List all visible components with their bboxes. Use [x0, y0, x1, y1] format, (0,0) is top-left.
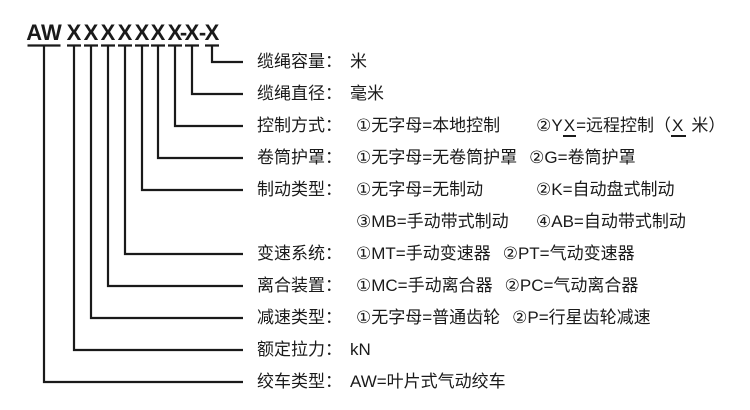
row-item: AW=叶片式气动绞车	[350, 372, 506, 391]
row-winch-type: 绞车类型： AW=叶片式气动绞车	[257, 370, 506, 394]
row-item: kN	[350, 340, 371, 359]
row-item: ①无字母=无制动	[356, 180, 484, 199]
row-label: 制动类型：	[257, 180, 342, 199]
row-cable-diameter: 缆绳直径： 毫米	[257, 82, 384, 106]
code-token: X	[134, 20, 150, 45]
row-item: ①无字母=普通齿轮	[356, 308, 501, 327]
code-token: AW	[26, 20, 62, 45]
row-item: ②PC=气动离合器	[504, 276, 639, 295]
row-item-text: 米）	[691, 116, 726, 135]
row-item: ②PT=气动变速器	[502, 244, 635, 263]
row-drum-guard: 卷筒护罩： ①无字母=无卷筒护罩 ②G=卷筒护罩	[257, 146, 636, 170]
code-token: X	[83, 20, 99, 45]
code-token: X	[204, 20, 220, 45]
row-rated-pull: 额定拉力： kN	[257, 338, 371, 362]
underlined-x: X	[671, 116, 687, 137]
code-dash: -	[198, 20, 207, 45]
code-token: X	[150, 20, 166, 45]
code-token: X	[100, 20, 116, 45]
row-clutch-device: 离合装置： ①MC=手动离合器 ②PC=气动离合器	[257, 274, 638, 298]
underlined-x: X	[562, 116, 577, 137]
row-item: 米	[350, 52, 367, 71]
row-label: 卷筒护罩：	[257, 148, 342, 167]
row-label: 减速类型：	[257, 308, 342, 327]
row-item: ①MC=手动离合器	[356, 276, 493, 295]
row-item: ①无字母=本地控制	[356, 116, 501, 135]
row-brake-type: 制动类型： ①无字母=无制动 ②K=自动盘式制动 ③MB=手动带式制动 ④AB=…	[257, 178, 686, 234]
row-item: ④AB=自动带式制动	[536, 212, 686, 231]
code-token: X	[66, 20, 82, 45]
row-label: 控制方式：	[257, 116, 342, 135]
row-transmission-system: 变速系统： ①MT=手动变速器 ②PT=气动变速器	[257, 242, 635, 266]
row-item: ①无字母=无卷筒护罩	[356, 148, 518, 167]
code-dash: -	[179, 20, 188, 45]
row-item: ③MB=手动带式制动	[356, 212, 509, 231]
row-label: 离合装置：	[257, 276, 342, 295]
code-token: X	[184, 20, 200, 45]
row-item: ②G=卷筒护罩	[529, 148, 636, 167]
row-item: ②P=行星齿轮减速	[512, 308, 651, 327]
row-item: ②K=自动盘式制动	[536, 180, 675, 199]
row-label: 额定拉力：	[257, 340, 342, 359]
row-label: 变速系统：	[257, 244, 342, 263]
row-item: ①MT=手动变速器	[356, 244, 491, 263]
model-code: AW X X X X X X X - X - X	[0, 0, 750, 46]
brake-options-grid: ①无字母=无制动 ②K=自动盘式制动 ③MB=手动带式制动 ④AB=自动带式制动	[356, 178, 686, 234]
row-item-text: =远程控制（	[576, 116, 672, 135]
row-cable-capacity: 缆绳容量： 米	[257, 50, 367, 74]
row-item-text: ②Y	[536, 116, 563, 135]
row-label: 绞车类型：	[257, 372, 342, 391]
row-item: 毫米	[350, 84, 384, 103]
row-label: 缆绳容量：	[257, 52, 342, 71]
row-reduction-type: 减速类型： ①无字母=普通齿轮 ②P=行星齿轮减速	[257, 306, 651, 330]
row-label: 缆绳直径：	[257, 84, 342, 103]
code-token: X	[117, 20, 133, 45]
code-token: X	[167, 20, 183, 45]
